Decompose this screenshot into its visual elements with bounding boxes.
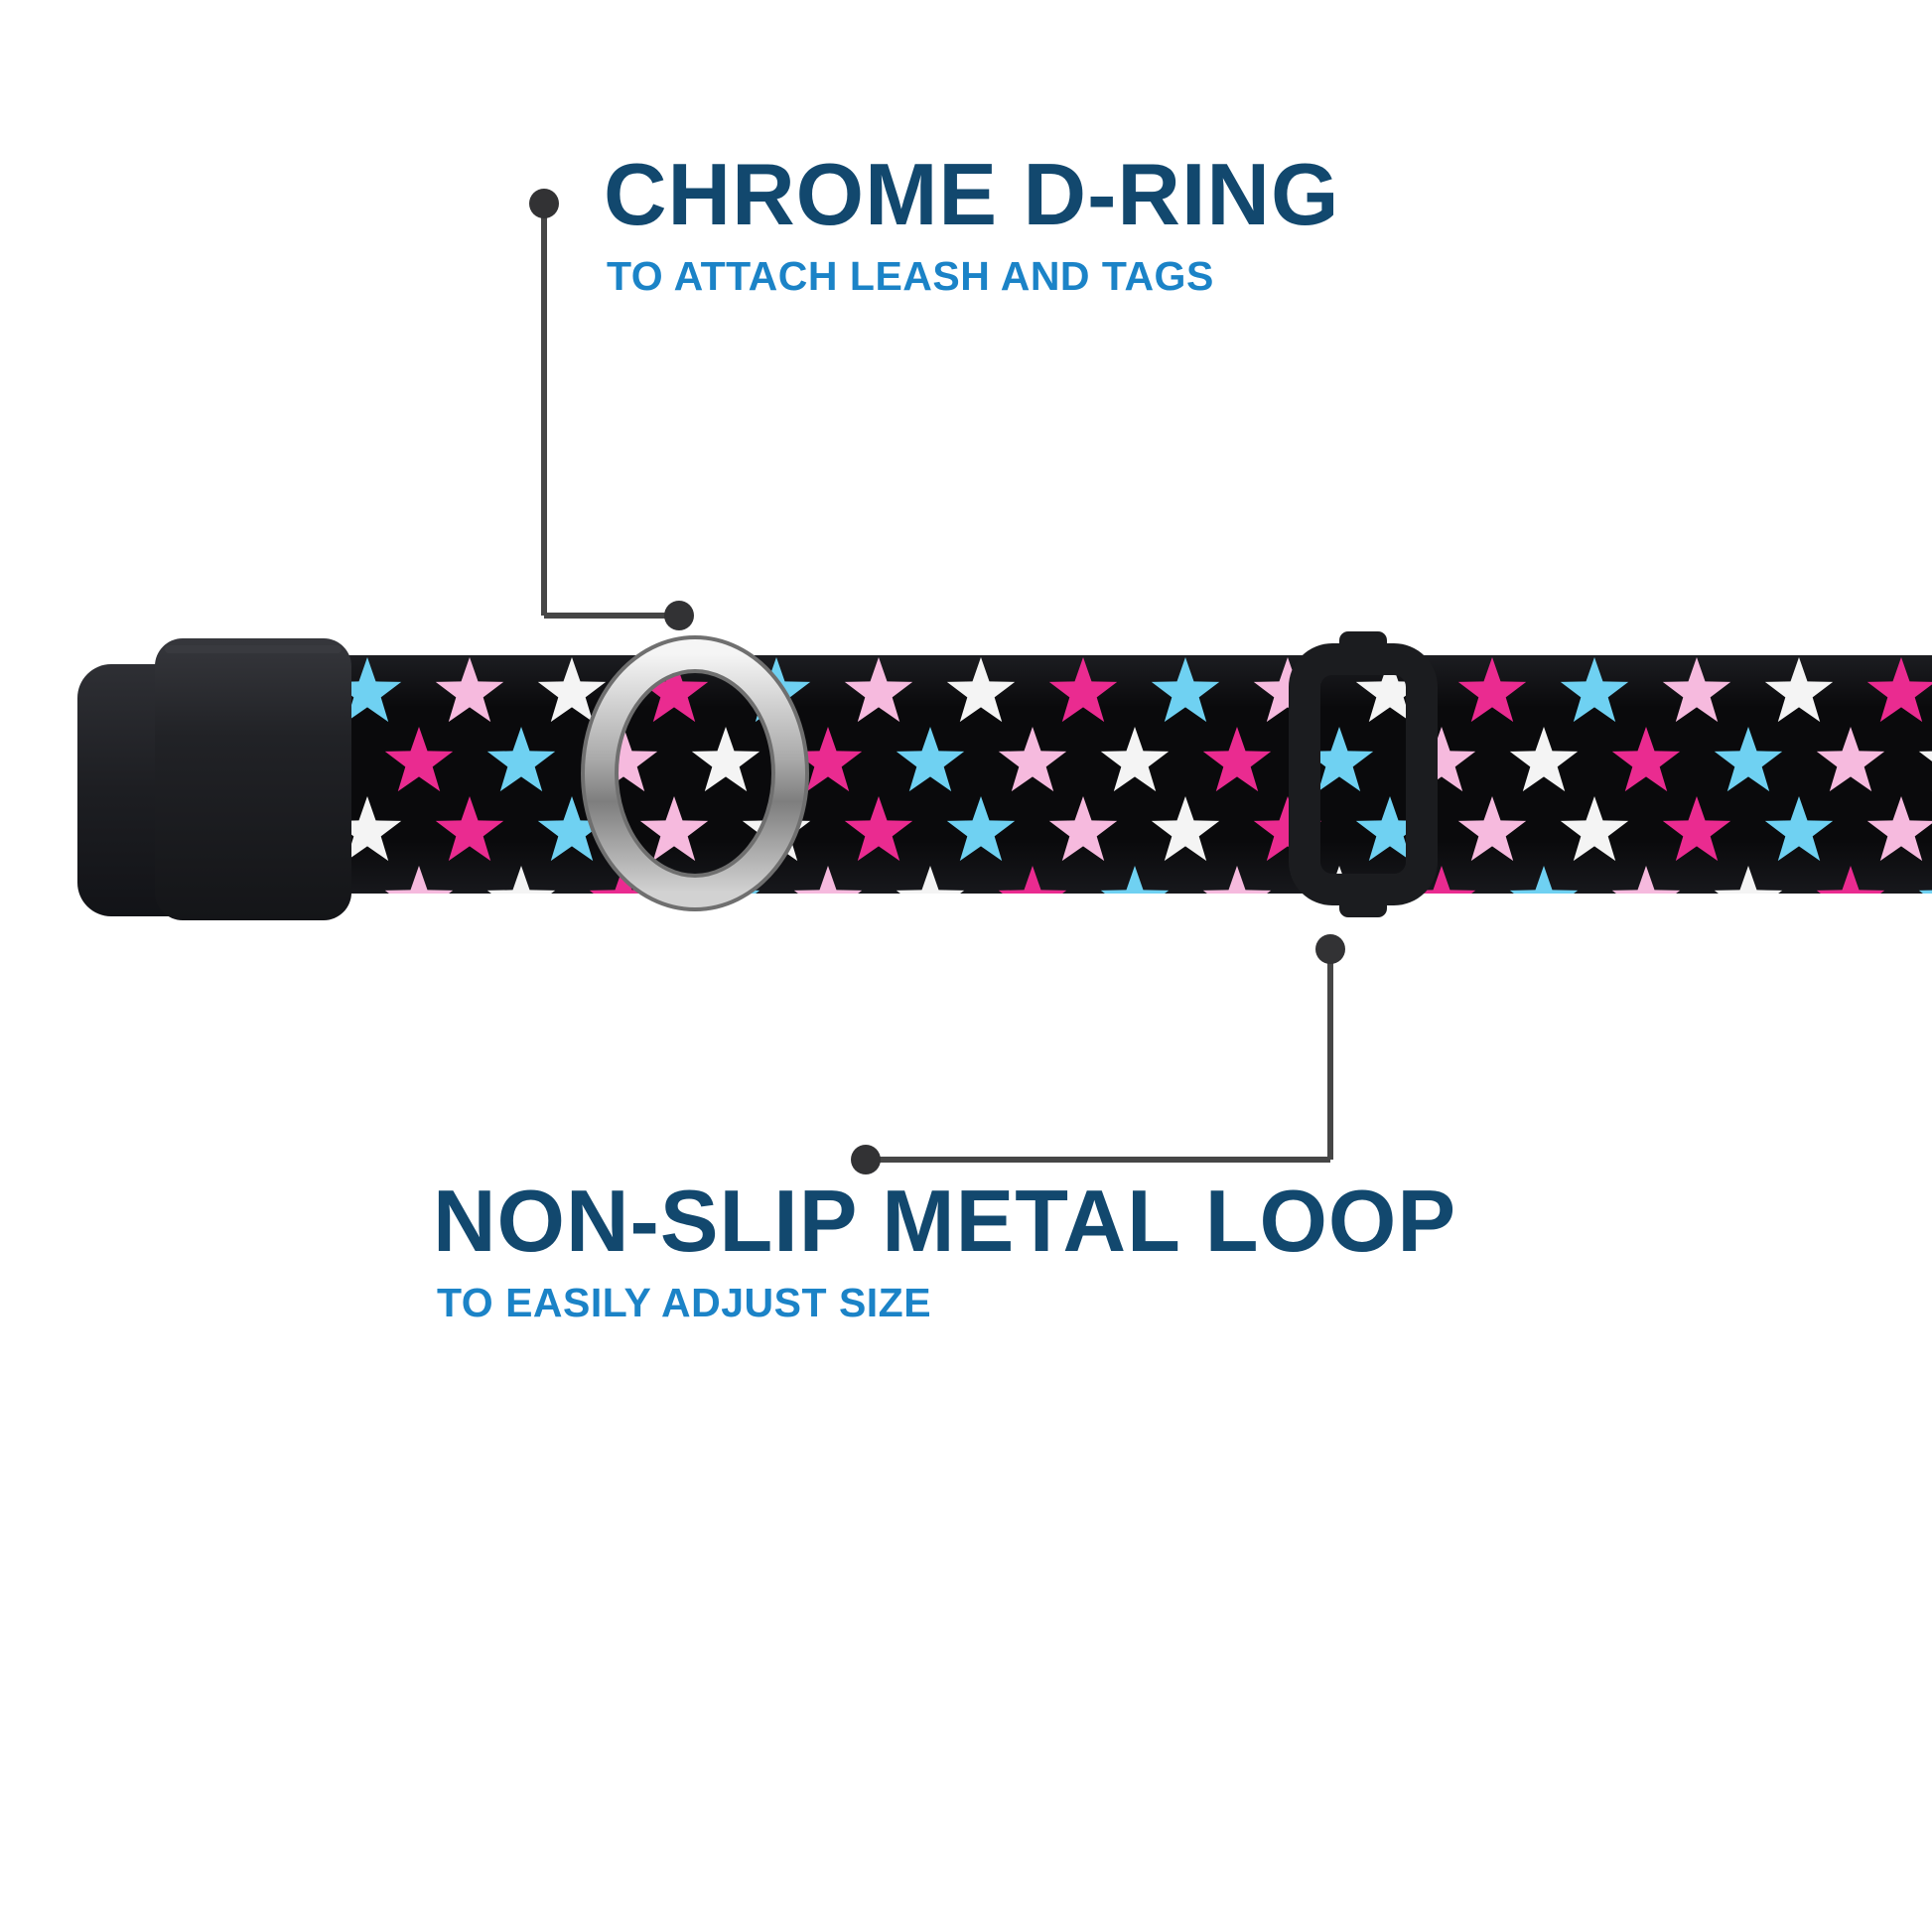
callout-metal-loop bbox=[851, 934, 1345, 1174]
d-ring-subtitle: TO ATTACH LEASH AND TAGS bbox=[607, 253, 1214, 299]
chrome-d-ring bbox=[581, 635, 809, 911]
d-ring-title: CHROME D-RING bbox=[604, 145, 1340, 243]
slider-loop bbox=[1289, 631, 1438, 917]
buckle bbox=[77, 638, 351, 920]
callout-dot bbox=[664, 601, 694, 630]
callout-d-ring bbox=[529, 189, 694, 630]
callout-dot bbox=[529, 189, 559, 218]
metal-loop-title: NON-SLIP METAL LOOP bbox=[433, 1172, 1457, 1270]
callout-dot bbox=[851, 1145, 881, 1174]
star-pattern bbox=[338, 657, 1932, 894]
callout-dot bbox=[1315, 934, 1345, 964]
metal-loop-subtitle: TO EASILY ADJUST SIZE bbox=[437, 1280, 932, 1325]
